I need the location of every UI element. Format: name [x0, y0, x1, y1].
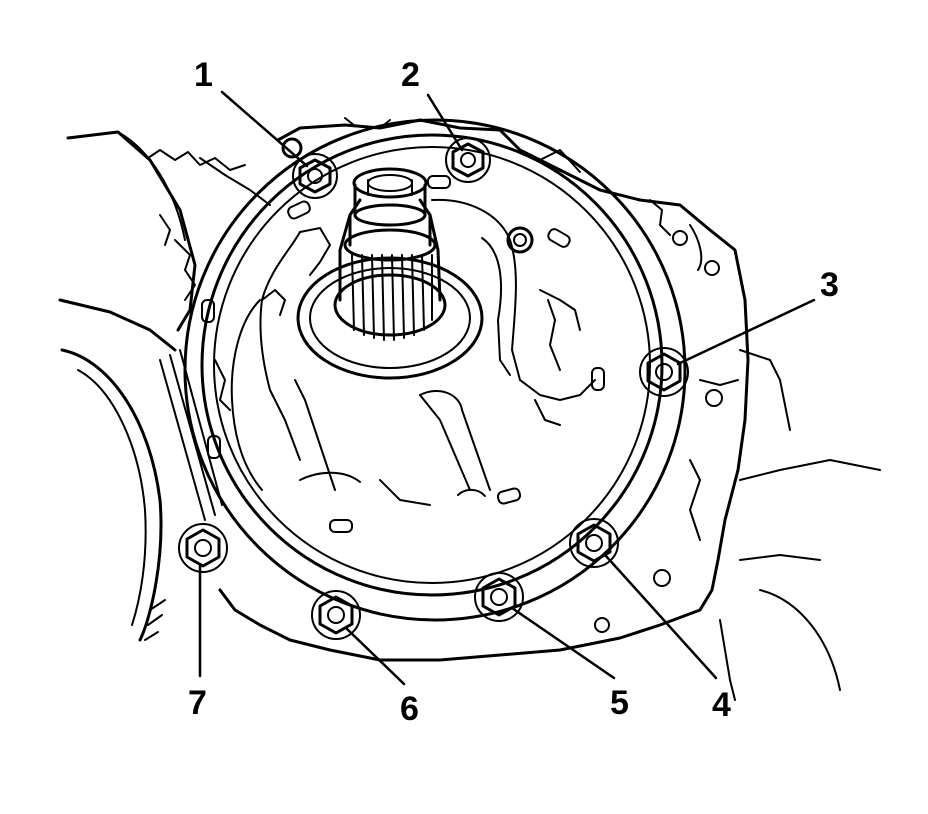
callout-4: 4: [712, 686, 731, 724]
bolts: [178, 137, 689, 640]
leader-3: [676, 298, 816, 366]
input-shaft: [296, 167, 484, 380]
callout-2: 2: [401, 56, 420, 94]
callout-3: 3: [820, 266, 839, 304]
transmission-case: [218, 117, 881, 701]
leader-1: [220, 90, 309, 168]
leader-lines: [198, 90, 816, 686]
bolt-4: [569, 518, 619, 568]
leader-4: [604, 554, 718, 680]
bolt-2: [445, 137, 491, 183]
callout-1: 1: [194, 56, 213, 94]
bolt-7: [178, 523, 228, 573]
leader-2: [426, 93, 464, 152]
leader-6: [344, 626, 406, 686]
callout-7: 7: [188, 684, 207, 722]
leader-5: [510, 606, 616, 680]
left-gear-assembly: [58, 130, 271, 642]
callout-6: 6: [400, 690, 419, 728]
bolt-5: [474, 572, 524, 622]
callout-5: 5: [610, 684, 629, 722]
bolt-1: [292, 153, 338, 199]
bolt-3: [639, 347, 689, 397]
bolt-6: [311, 590, 361, 640]
oil-passages: [214, 198, 596, 506]
callout-labels: 1 2 3 4 5 6 7: [188, 56, 839, 728]
